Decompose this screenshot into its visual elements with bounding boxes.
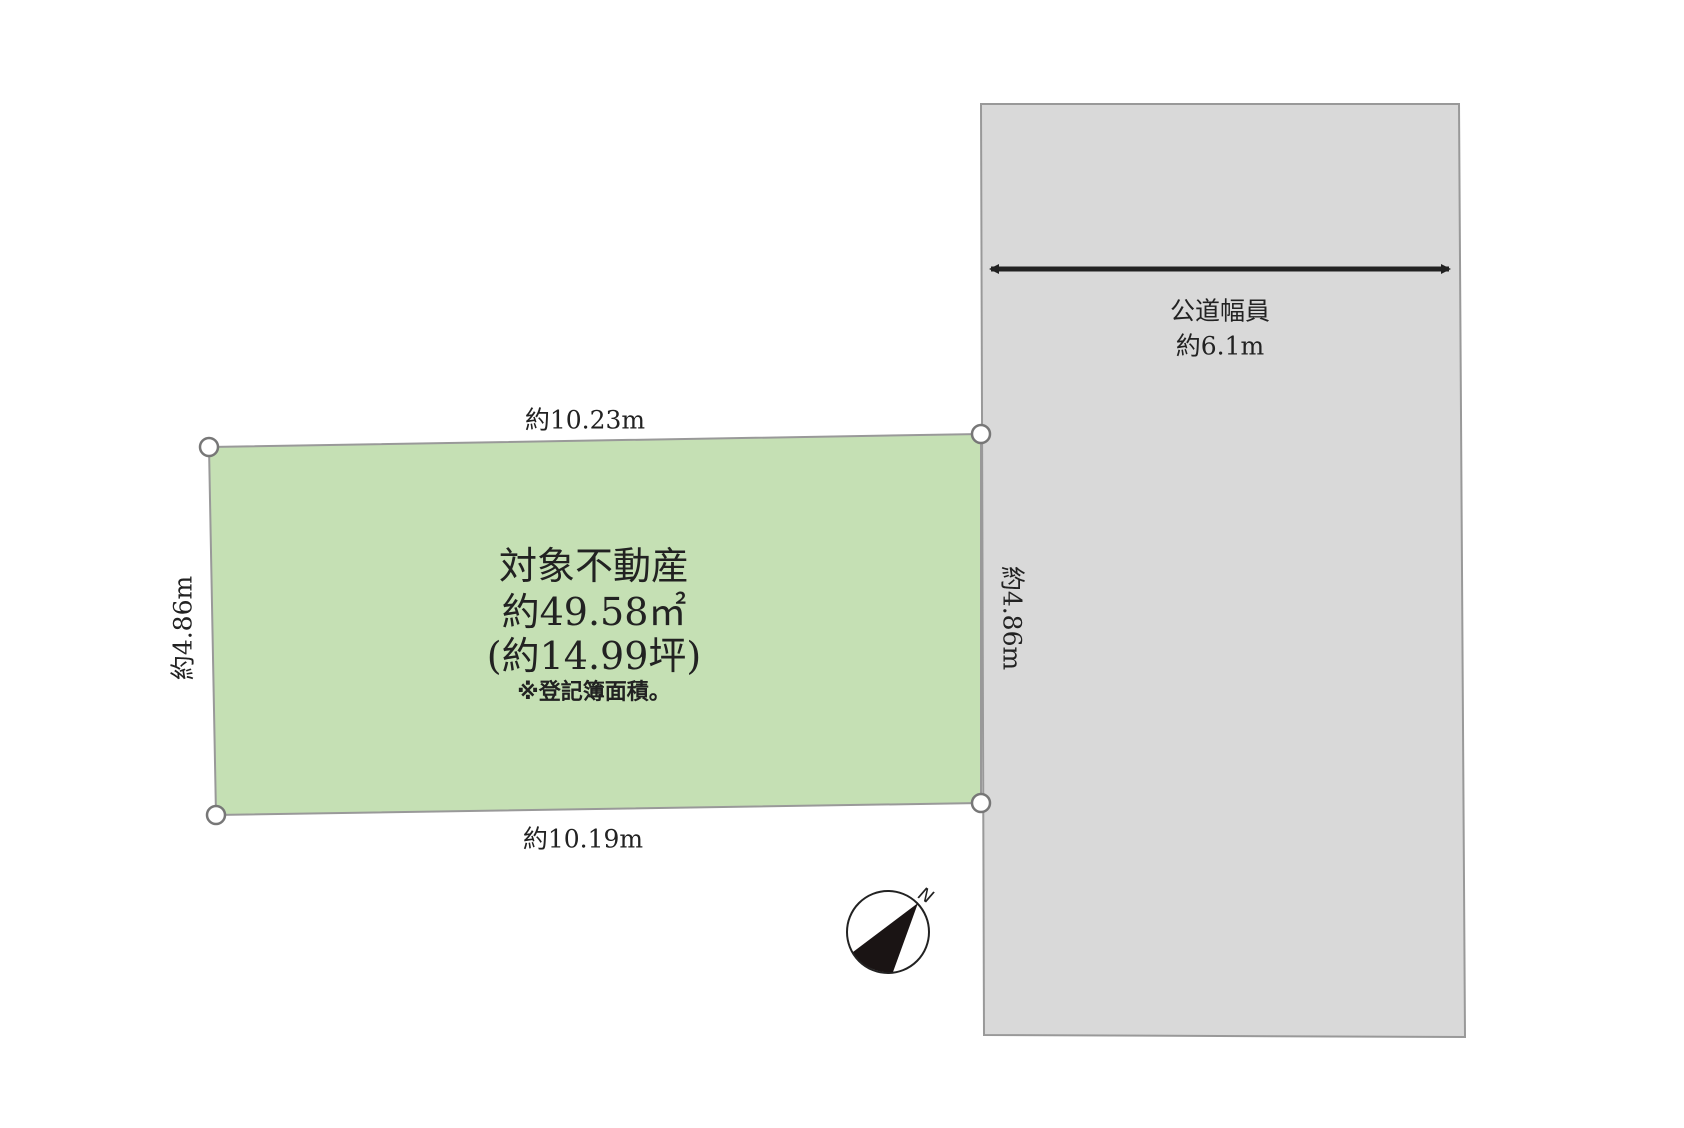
boundary-marker (970, 423, 992, 445)
area-note: ※登記簿面積。 (517, 680, 671, 705)
road-width: 約6.1m (1175, 331, 1265, 361)
north-arrow-icon: N (846, 883, 937, 974)
boundary-marker (970, 792, 992, 814)
plot-area-sqm: 約49.58㎡ (501, 590, 687, 634)
plot-area-tsubo: (約14.99坪) (486, 634, 702, 678)
edge-bottom-length: 約10.19m (522, 824, 644, 854)
edge-left-length: 約4.86m (168, 575, 198, 681)
plot-title: 対象不動産 (498, 544, 690, 588)
public-road (979, 103, 1467, 1039)
edge-right-length: 約4.86m (997, 565, 1027, 671)
boundary-marker (198, 436, 220, 458)
edge-top-length: 約10.23m (524, 405, 646, 435)
boundary-marker (205, 804, 227, 826)
road-label: 公道幅員 (1169, 296, 1271, 326)
